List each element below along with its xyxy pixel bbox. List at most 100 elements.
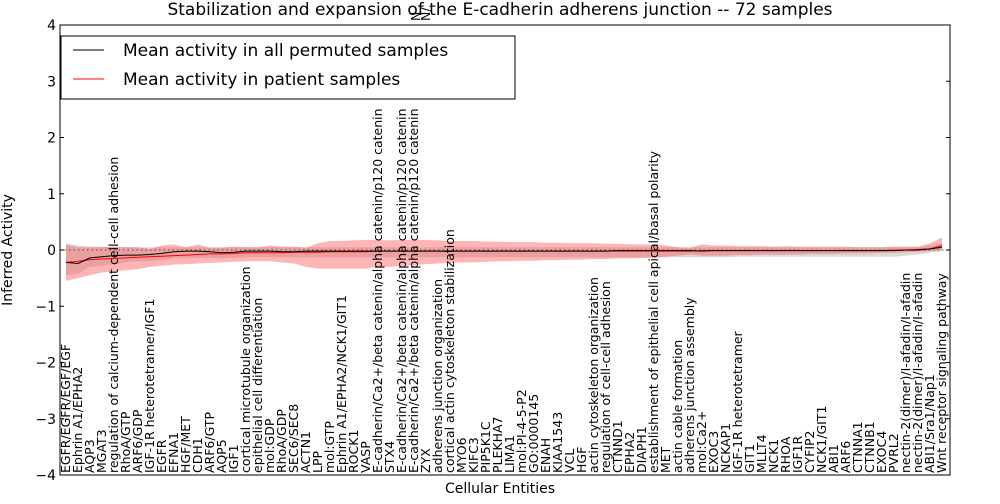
x-tick-label: CTNND1 xyxy=(610,420,625,473)
x-tick-label: PVRL2 xyxy=(886,433,901,473)
legend: Mean activity in all permuted samplesMea… xyxy=(60,35,516,100)
x-tick-label: GO:0000145 xyxy=(526,394,541,473)
x-tick-label: ENAH xyxy=(538,438,553,473)
x-tick-label: VCL xyxy=(562,449,577,473)
x-tick-label: IGF-1R heterotetramer xyxy=(730,330,745,473)
x-tick-label: ACTN1 xyxy=(298,431,313,473)
x-tick-label: RhoA/GDP xyxy=(274,409,289,473)
x-tick-label: RHOA xyxy=(778,436,793,473)
x-tick-label: IGF1 xyxy=(226,444,241,473)
x-tick-label: ARF6/GTP xyxy=(202,412,217,473)
x-tick-label: EFNA1 xyxy=(166,432,181,473)
x-tick-label: DIAPH1 xyxy=(634,426,649,473)
x-tick-label: CYFIP2 xyxy=(802,430,817,473)
legend-entry: Mean activity in all permuted samples xyxy=(123,41,448,61)
x-tick-label: establishment of epithelial cell apical/… xyxy=(646,150,661,473)
x-tick-label: cortical actin cytoskeleton stabilizatio… xyxy=(442,229,457,473)
x-tick-label: SEC6/SEC8 xyxy=(286,404,301,473)
x-tick-label: nectin-2(dimer)/I-afadin/I-afadin xyxy=(898,273,913,473)
x-tick-label: GIT1 xyxy=(742,444,757,473)
x-tick-label: HGF xyxy=(574,447,589,473)
x-tick-label: NCK1 xyxy=(766,439,781,473)
x-tick-label: IGF-1R heterotetramer/IGF1 xyxy=(142,299,157,473)
x-tick-label: PLEKHA7 xyxy=(490,416,505,473)
x-tick-label: MET xyxy=(658,446,673,473)
x-tick-label: AQP3 xyxy=(82,439,97,473)
x-tick-label: VASP xyxy=(358,441,373,473)
y-axis-label: Inferred Activity xyxy=(0,194,16,306)
x-tick-label: ABI1 xyxy=(826,444,841,473)
x-tick-label: RhoA/GTP xyxy=(118,411,133,473)
x-tick-label-overflow: N xyxy=(408,12,423,21)
x-tick-label: E-cadherin/Ca2+/beta catenin/alpha caten… xyxy=(406,108,421,473)
confidence-bands xyxy=(66,237,942,281)
x-tick-label: adherens junction organization xyxy=(430,279,445,473)
x-tick-label: Ephrin A1/EPHA2 xyxy=(70,367,85,473)
x-tick-label: CTNNA1 xyxy=(850,421,865,473)
x-tick-label: IGF1R xyxy=(790,435,805,473)
y-tick-label: −4 xyxy=(35,468,56,484)
x-tick-label: mol:GTP xyxy=(322,421,337,473)
x-tick-label: ABI1/Sra1/Nap1 xyxy=(922,374,937,473)
x-tick-label: EXOC4 xyxy=(874,431,889,473)
y-tick-label: −2 xyxy=(35,356,56,372)
permuted-mean-line xyxy=(65,246,943,265)
x-tick-label: mol:GDP xyxy=(262,418,277,473)
x-tick-label: ARF6/GDP xyxy=(130,409,145,473)
x-tick-label: ARF6 xyxy=(838,441,853,473)
x-tick-label: actin cable formation xyxy=(670,340,685,473)
series-lines xyxy=(60,245,950,265)
x-tick-label: CTNNB1 xyxy=(862,421,877,473)
x-tick-label: nectin-2(dimer)/I-afadin/I-afadin xyxy=(910,273,925,473)
y-tick-label: 2 xyxy=(47,131,56,147)
x-tick-label: LPP xyxy=(310,450,325,473)
x-tick-label: CDH1 xyxy=(190,437,205,473)
x-tick-label: KIAA1543 xyxy=(550,412,565,473)
x-tick-label: mol:PI-4-5-P2 xyxy=(514,389,529,473)
x-tick-label: regulation of cell-cell adhesion xyxy=(598,281,613,473)
x-tick-label: epithelial cell differentiation xyxy=(250,298,265,473)
legend-entry: Mean activity in patient samples xyxy=(123,70,400,90)
x-tick-label: MGAT3 xyxy=(94,429,109,473)
x-tick-label: EGFR/EGFR/EGF/EGF xyxy=(58,344,73,473)
y-tick-label: 4 xyxy=(47,18,56,34)
x-tick-label: EPHA2 xyxy=(622,432,637,473)
y-tick-label: 1 xyxy=(47,187,56,203)
x-tick-label: NCK1/GIT1 xyxy=(814,406,829,473)
x-tick-label: E-cadherin/Ca2+/beta catenin/alpha caten… xyxy=(394,108,409,473)
x-tick-label: EXOC3 xyxy=(706,431,721,473)
x-tick-label: mol:Ca2+ xyxy=(694,411,709,473)
x-tick-label: MYO6 xyxy=(454,437,469,473)
x-tick-label: ZYX xyxy=(418,448,433,473)
x-tick-label: regulation of calcium-dependent cell-cel… xyxy=(106,157,121,473)
y-tick-label: −1 xyxy=(35,299,56,315)
x-tick-label: NCKAP1 xyxy=(718,423,733,473)
legend-box xyxy=(60,35,516,100)
y-tick-label: −3 xyxy=(35,412,56,428)
x-tick-label: HGF/MET xyxy=(178,416,193,473)
x-tick-label: AQP5 xyxy=(214,439,229,473)
x-axis-label: Cellular Entities xyxy=(445,481,555,497)
x-tick-label: Wnt receptor signaling pathway xyxy=(934,273,949,473)
x-tick-label: MLLT4 xyxy=(754,434,769,473)
x-tick-label: E-cadherin/Ca2+/beta catenin/alpha caten… xyxy=(370,108,385,473)
x-tick-label: STX4 xyxy=(382,441,397,473)
y-tick-label: 3 xyxy=(47,74,56,90)
patient-band xyxy=(66,237,942,281)
x-tick-label: adherens junction assembly xyxy=(682,297,697,473)
y-tick-label: 0 xyxy=(47,243,56,259)
chart-title: Stabilization and expansion of the E-cad… xyxy=(167,0,832,20)
y-axis: −4 −3 −2 −1 0 1 2 3 4 xyxy=(35,18,950,484)
x-tick-label: actin cytoskeleton organization xyxy=(586,277,601,473)
x-tick-label: LIMA1 xyxy=(502,435,517,473)
x-tick-label-overflow: N/ xyxy=(418,7,433,21)
x-tick-label: ROCK1 xyxy=(346,430,361,473)
x-tick-label: KIFC3 xyxy=(466,437,481,473)
x-tick-label: cortical microtubule organization xyxy=(238,266,253,473)
x-tick-label: Ephrin A1/EPHA2/NCK1/GIT1 xyxy=(334,295,349,473)
x-tick-label: EGFR xyxy=(154,439,169,473)
x-tick-label: PIP5K1C xyxy=(478,421,493,473)
